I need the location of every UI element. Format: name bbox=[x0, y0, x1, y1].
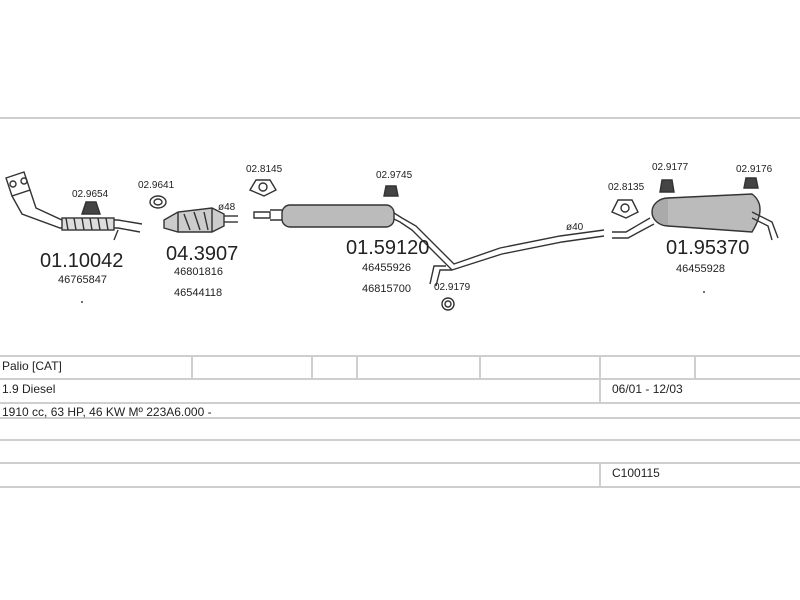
accessory-label-9654: 02.9654 bbox=[72, 189, 109, 200]
accessory-label-8145: 02.8145 bbox=[246, 164, 283, 175]
catalyst-drawing bbox=[163, 207, 238, 233]
middle-silencer-oe-1: 46455926 bbox=[362, 262, 411, 274]
accessory-label-9176: 02.9176 bbox=[736, 164, 773, 175]
accessory-label-9745: 02.9745 bbox=[376, 170, 413, 181]
accessory-label-8135: 02.8135 bbox=[608, 182, 645, 193]
marker-dot bbox=[703, 291, 705, 293]
catalyst-oe-1: 46801816 bbox=[174, 266, 223, 278]
vehicle-model: Palio [CAT] bbox=[2, 359, 62, 373]
rear-silencer-drawing bbox=[612, 193, 779, 241]
accessory-clamp-8145 bbox=[248, 179, 277, 197]
diameter-label-48: ø48 bbox=[218, 202, 236, 213]
catalogue-code: C100115 bbox=[612, 466, 660, 480]
front-pipe-drawing bbox=[5, 171, 143, 241]
accessory-clamp-9654 bbox=[81, 201, 101, 215]
accessory-rubber-9176 bbox=[743, 177, 759, 189]
accessory-label-9179: 02.9179 bbox=[434, 282, 471, 293]
catalyst-oe-2: 46544118 bbox=[174, 287, 222, 299]
vehicle-spec: 1910 cc, 63 HP, 46 KW Mº 223A6.000 - bbox=[2, 405, 212, 419]
accessory-label-9641: 02.9641 bbox=[138, 180, 175, 191]
middle-silencer-drawing bbox=[253, 204, 605, 287]
frame-lines bbox=[0, 117, 800, 488]
catalyst-number: 04.3907 bbox=[166, 243, 238, 265]
vehicle-engine: 1.9 Diesel bbox=[2, 382, 56, 396]
rear-silencer-number: 01.95370 bbox=[666, 237, 749, 259]
vehicle-years: 06/01 - 12/03 bbox=[612, 382, 683, 396]
marker-dot bbox=[81, 301, 83, 303]
front-pipe-oe: 46765847 bbox=[58, 274, 107, 286]
accessory-rubber-9177 bbox=[659, 179, 675, 193]
middle-silencer-oe-2: 46815700 bbox=[362, 283, 411, 295]
accessory-gasket-9641 bbox=[149, 195, 167, 209]
diameter-label-40: ø40 bbox=[566, 222, 584, 233]
accessory-rubber-9745 bbox=[383, 185, 399, 197]
middle-silencer-number: 01.59120 bbox=[346, 237, 429, 259]
front-pipe-number: 01.10042 bbox=[40, 250, 123, 272]
accessory-label-9177: 02.9177 bbox=[652, 162, 689, 173]
accessory-clamp-8135 bbox=[611, 199, 639, 219]
rear-silencer-oe: 46455928 bbox=[676, 263, 725, 275]
accessory-gasket-9179 bbox=[441, 297, 455, 311]
